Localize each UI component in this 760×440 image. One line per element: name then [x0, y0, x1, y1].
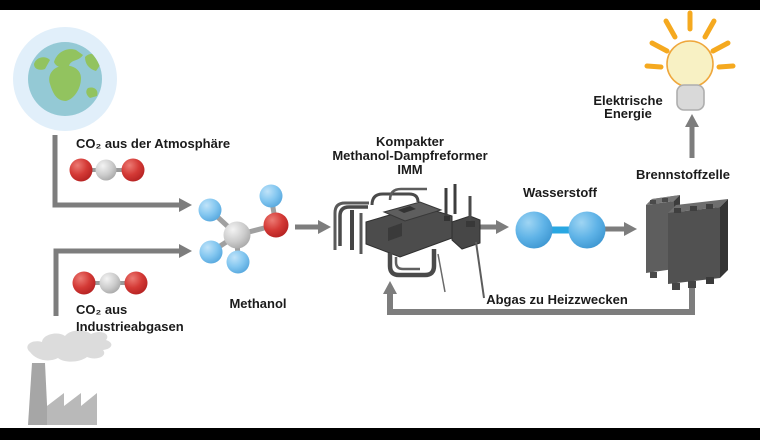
co2-molecule-icon: [69, 158, 145, 182]
reformer-label: Kompakter Methanol-Dampfreformer IMM: [310, 135, 510, 177]
smoke-icon: [27, 330, 112, 362]
bottom-letterbox-bar: [0, 428, 760, 440]
hydrogen-label: Wasserstoff: [523, 185, 597, 200]
electric-energy-label-line2: Energie: [604, 106, 652, 121]
electric-energy-label-line1: Elektrische: [593, 93, 663, 108]
light-bulb-icon: [644, 10, 736, 111]
co2-atmosphere-label: CO₂ aus der Atmosphäre: [76, 136, 231, 151]
reformer-label-line2: Methanol-Dampfreformer: [332, 148, 488, 163]
methanol-label: Methanol: [229, 296, 287, 311]
fuel-cell-label: Brennstoffzelle: [636, 167, 730, 182]
hydrogen-molecule-icon: [515, 211, 606, 249]
co2-industry-label: CO₂ aus Industrieabgasen: [76, 301, 184, 335]
methanol-molecule-icon: [198, 184, 289, 274]
reformer-label-line3: IMM: [397, 162, 423, 177]
flow-arrowheads: [179, 114, 699, 294]
top-letterbox-bar: [0, 0, 760, 10]
exhaust-return-label: Abgas zu Heizzwecken: [486, 292, 628, 307]
fuel-cell-stack-icon: [646, 195, 728, 290]
co2-industry-label-line2: Industrieabgasen: [76, 319, 184, 334]
bulb-rays-icon: [644, 10, 736, 70]
reformer-machine-icon: [333, 184, 485, 299]
globe-icon: [13, 27, 117, 131]
co2-molecule-icon: [72, 271, 148, 295]
flow-arrow-icon: [52, 126, 695, 316]
electric-energy-label: Elektrische Energie: [578, 94, 678, 120]
reformer-label-line1: Kompakter: [376, 134, 444, 149]
co2-industry-label-line1: CO₂ aus: [76, 302, 128, 317]
factory-icon: [28, 363, 97, 425]
